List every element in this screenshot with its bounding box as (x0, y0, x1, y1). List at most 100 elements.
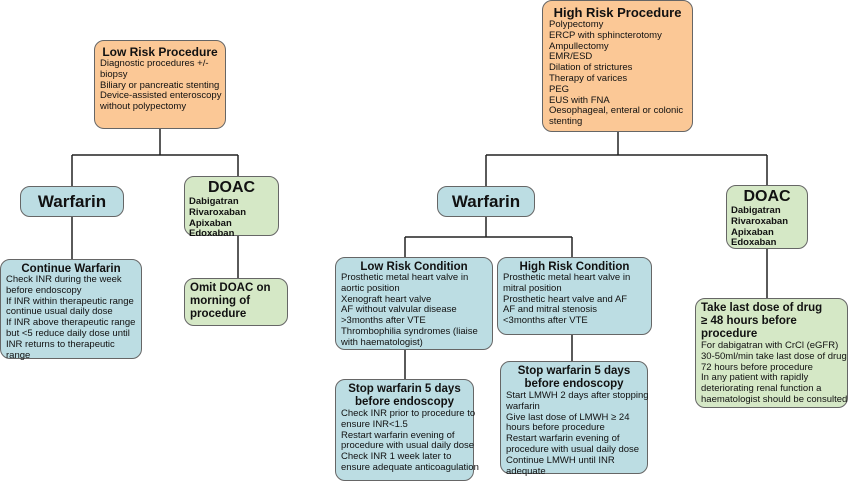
list-item: Restart warfarin evening of (506, 433, 620, 445)
list-item: Check INR prior to procedure to (341, 408, 476, 419)
list-item: In any patient with rapidly (701, 372, 809, 384)
list-item: AF and mitral stenosis (503, 304, 597, 316)
title-line: procedure (190, 308, 247, 320)
drug-name: Apixaban (189, 217, 232, 229)
list-item: Prosthetic metal heart valve in (341, 272, 469, 283)
list-item: without polypectomy (100, 101, 187, 113)
title-line: Take last dose of drug (701, 302, 823, 314)
list-item: Restart warfarin evening of (341, 429, 455, 441)
list-item: ensure adequate anticoagulation (341, 461, 479, 473)
last-dose-list: For dabigatran with CrCl (eGFR)30-50ml/m… (701, 340, 848, 406)
low-risk-condition-box: Low Risk Condition Prosthetic metal hear… (335, 257, 493, 350)
list-item: haematologist should be consulted (701, 393, 848, 405)
drug-name: Dabigatran (731, 205, 781, 216)
title-line: procedure (701, 328, 758, 340)
list-item: hours before procedure (506, 422, 605, 434)
list-item: 30-50ml/min take last dose of drug (701, 350, 847, 362)
list-item: EUS with FNA (549, 94, 610, 106)
list-item: Polypectomy (549, 19, 604, 30)
title-line: Omit DOAC on (190, 282, 271, 294)
list-item: Start LMWH 2 days after stopping (506, 390, 649, 401)
title-line: before endoscopy (524, 378, 624, 390)
low-risk-procedure-title: Low Risk Procedure (102, 45, 218, 59)
list-item: INR returns to therapeutic (6, 338, 115, 350)
list-item: Biliary or pancreatic stenting (100, 79, 220, 91)
list-item: AF without valvular disease (341, 304, 457, 316)
list-item: but <5 reduce daily dose until (6, 327, 130, 339)
list-item: Continue LMWH until INR (506, 454, 615, 466)
list-item: mitral position (503, 282, 562, 294)
list-item: aortic position (341, 282, 400, 294)
title-line: ≥ 48 hours before (701, 315, 797, 327)
list-item: EMR/ESD (549, 51, 593, 63)
list-item: If INR within therapeutic range (6, 295, 134, 307)
list-item: stenting (549, 116, 583, 128)
list-item: Check INR during the week (6, 274, 122, 285)
list-item: range (6, 349, 31, 361)
list-item: with haematologist) (341, 336, 423, 348)
drug-name: Edoxaban (731, 237, 777, 249)
list-item: Oesophageal, enteral or colonic (549, 105, 684, 117)
list-item: For dabigatran with CrCl (eGFR) (701, 340, 839, 351)
list-item: Ampullectomy (549, 40, 609, 52)
list-item: deteriorating renal function a (701, 383, 822, 395)
high-risk-warfarin-label: Warfarin (451, 191, 521, 211)
continue-warfarin-title: Continue Warfarin (21, 263, 121, 275)
list-item: Device-assisted enteroscopy (100, 90, 222, 102)
list-item: >3months after VTE (341, 315, 426, 327)
list-item: If INR above therapeutic range (6, 317, 136, 329)
high-risk-condition-title: High Risk Condition (519, 261, 630, 273)
list-item: procedure with usual daily dose (506, 443, 640, 455)
continue-warfarin-box: Continue Warfarin Check INR during the w… (0, 259, 142, 361)
list-item: ensure INR<1.5 (341, 418, 408, 430)
list-item: Xenograft heart valve (341, 293, 432, 305)
list-item: Thrombophilia syndromes (liaise (341, 325, 478, 337)
drug-name: Edoxaban (189, 228, 235, 240)
title-line: Stop warfarin 5 days (348, 383, 461, 395)
list-item: Give last dose of LMWH ≥ 24 (506, 411, 630, 423)
list-item: Diagnostic procedures +/- (100, 58, 209, 69)
title-line: before endoscopy (354, 396, 455, 408)
title-line: morning of (190, 295, 251, 307)
drug-name: Apixaban (731, 226, 774, 238)
high-risk-procedure-title: High Risk Procedure (553, 5, 682, 20)
list-item: Prosthetic heart valve and AF (503, 293, 628, 305)
list-item: PEG (549, 83, 570, 95)
low-risk-procedure-box: Low Risk Procedure Diagnostic procedures… (94, 40, 226, 129)
high-risk-condition-box: High Risk Condition Prosthetic metal hea… (497, 257, 652, 335)
list-item: Check INR 1 week later to (341, 451, 452, 463)
list-item: <3months after VTE (503, 315, 588, 327)
low-risk-warfarin-label: Warfarin (37, 191, 107, 211)
list-item: warfarin (506, 400, 540, 412)
list-item: before endoscopy (6, 284, 82, 296)
list-item: 72 hours before procedure (701, 361, 813, 373)
list-item: ERCP with sphincterotomy (549, 29, 662, 41)
list-item: Dilation of strictures (549, 62, 633, 74)
low-risk-condition-title: Low Risk Condition (360, 261, 468, 273)
drug-name: Dabigatran (189, 196, 239, 207)
title-line: Stop warfarin 5 days (517, 365, 631, 377)
list-item: procedure with usual daily dose (341, 440, 475, 452)
low-risk-warfarin-box: Warfarin (20, 186, 124, 217)
drug-name: Rivaroxaban (731, 215, 789, 227)
list-item: Therapy of varices (549, 72, 628, 84)
